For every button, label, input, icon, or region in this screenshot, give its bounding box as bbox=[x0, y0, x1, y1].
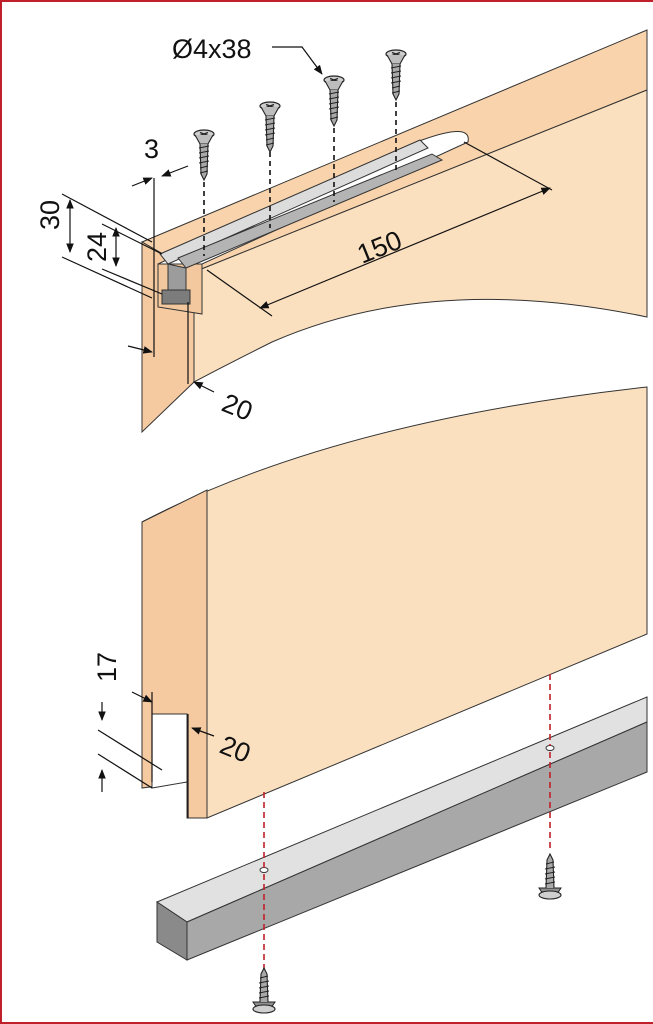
top-thickness-label: 20 bbox=[218, 388, 257, 427]
height-outer-label: 30 bbox=[35, 200, 65, 230]
countersunk-screw-icon bbox=[193, 129, 215, 181]
bottom-groove-label: 17 bbox=[92, 652, 122, 682]
countersunk-screw-icon bbox=[323, 75, 345, 127]
dimension-lines bbox=[61, 46, 553, 818]
groove-offset-label: 3 bbox=[144, 134, 159, 164]
countersunk-screw-icon bbox=[538, 853, 562, 900]
height-inner-label: 24 bbox=[82, 232, 112, 262]
countersunk-screw-icon bbox=[385, 49, 407, 101]
door-lower bbox=[141, 386, 648, 819]
guide-rail-icon bbox=[155, 696, 648, 961]
countersunk-screw-icon bbox=[252, 967, 276, 1014]
screw-spec-label: Ø4x38 bbox=[172, 34, 252, 64]
countersunk-screw-icon bbox=[259, 101, 281, 153]
